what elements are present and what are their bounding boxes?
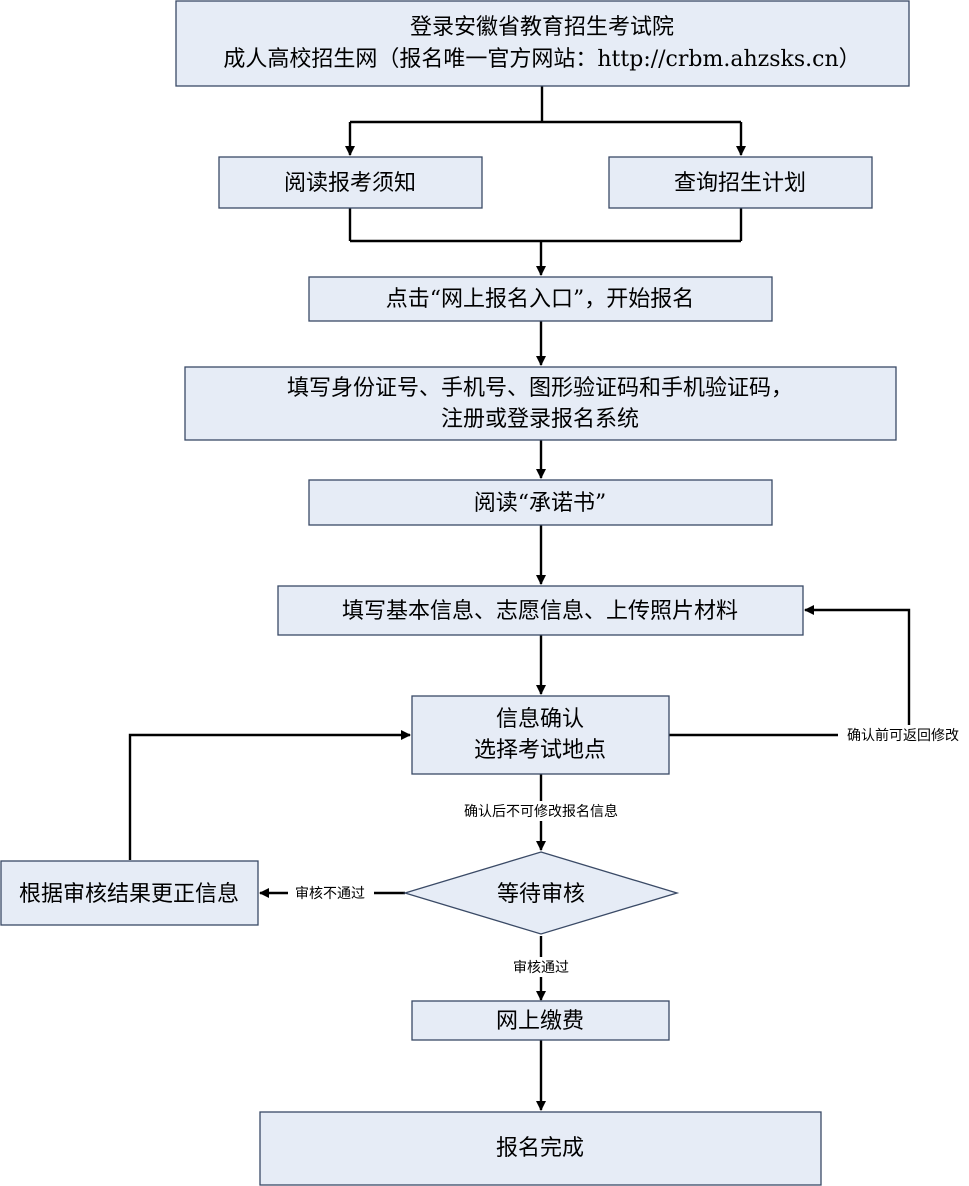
node-register-line2: 注册或登录报名系统 — [441, 407, 639, 432]
node-query-plan: 查询招生计划 — [608, 156, 873, 209]
node-register-line1: 填写身份证号、手机号、图形验证码和手机验证码， — [287, 376, 793, 401]
node-confirm: 信息确认 选择考试地点 — [411, 695, 670, 775]
node-fill-info-label: 填写基本信息、志愿信息、上传照片材料 — [342, 599, 738, 624]
node-start: 登录安徽省教育招生考试院 成人高校招生网（报名唯一官方网站：http://crb… — [175, 0, 910, 87]
node-register: 填写身份证号、手机号、图形验证码和手机验证码， 注册或登录报名系统 — [184, 366, 897, 441]
edge-correct-to-confirm — [128, 730, 411, 860]
node-click-entry: 点击“网上报名入口”，开始报名 — [308, 276, 773, 322]
node-query-plan-label: 查询招生计划 — [674, 171, 806, 196]
edge-label-modify-before-confirm: 确认前可返回修改 — [847, 727, 959, 744]
node-read-pledge: 阅读“承诺书” — [308, 479, 773, 526]
node-read-notice-label: 阅读报考须知 — [284, 171, 416, 196]
node-confirm-line2: 选择考试地点 — [474, 738, 606, 763]
node-fill-info: 填写基本信息、志愿信息、上传照片材料 — [277, 585, 804, 636]
node-pay-online-label: 网上缴费 — [496, 1009, 584, 1034]
node-start-line2: 成人高校招生网（报名唯一官方网站：http://crbm.ahzsks.cn） — [223, 47, 860, 72]
node-pay-online: 网上缴费 — [411, 1000, 670, 1041]
edge-label-review-passed: 审核通过 — [513, 960, 569, 976]
node-await-review: 等待审核 — [402, 851, 680, 935]
node-start-line1: 登录安徽省教育招生考试院 — [410, 15, 674, 40]
node-read-pledge-label: 阅读“承诺书” — [474, 491, 607, 516]
edge-label-review-failed: 审核不通过 — [295, 886, 365, 902]
node-done-label: 报名完成 — [496, 1136, 584, 1161]
edge-label-no-modify-after-confirm: 确认后不可修改报名信息 — [464, 803, 618, 820]
node-confirm-line1: 信息确认 — [496, 707, 584, 732]
node-click-entry-label: 点击“网上报名入口”，开始报名 — [386, 287, 695, 312]
node-done: 报名完成 — [259, 1111, 822, 1186]
node-await-review-label: 等待审核 — [497, 882, 585, 907]
node-read-notice: 阅读报考须知 — [218, 156, 483, 209]
edge-labels: 确认前可返回修改 确认后不可修改报名信息 审核不通过 审核通过 — [288, 725, 969, 977]
node-correct-info: 根据审核结果更正信息 — [0, 860, 259, 926]
edge-confirm-loop-back — [669, 605, 911, 737]
node-correct-info-label: 根据审核结果更正信息 — [19, 882, 239, 907]
